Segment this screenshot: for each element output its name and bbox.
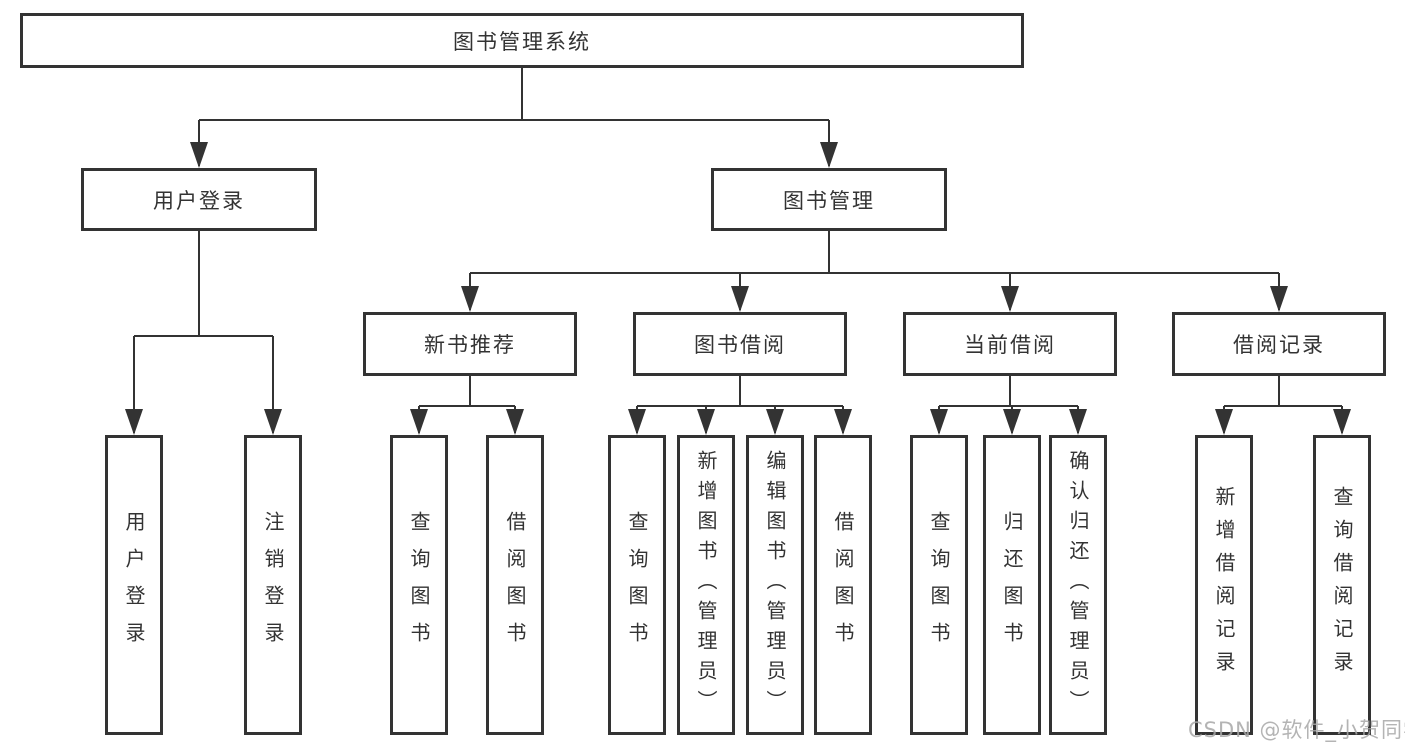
leaf-borrow-books-recommend: 借阅图书 [486,435,544,735]
node-label: 注销登录 [261,511,285,659]
leaf-return-books: 归还图书 [983,435,1041,735]
node-label: 用户登录 [153,188,245,213]
connector-book-management-to-level3 [461,231,1288,312]
node-user-login: 用户登录 [81,168,317,231]
node-current-borrow: 当前借阅 [903,312,1117,376]
node-label: 新书推荐 [424,333,516,357]
node-label: 用户登录 [122,511,146,659]
csdn-watermark: CSDN @软件_小贺同学 [1188,718,1405,742]
connector-book-borrow-to-leaves [628,376,852,435]
node-label: 借阅记录 [1233,333,1325,357]
connector-borrow-records-to-leaves [1215,376,1351,435]
node-book-borrow: 图书借阅 [633,312,847,376]
leaf-confirm-return-admin: 确认归还（管理员） [1049,435,1107,735]
leaf-borrow-books-borrow: 借阅图书 [814,435,872,735]
node-library-system-root: 图书管理系统 [20,13,1024,68]
connector-current-borrow-to-leaves [930,376,1087,435]
node-label: 编辑图书（管理员） [763,450,787,720]
node-label: 借阅图书 [503,511,527,659]
node-new-book-recommend: 新书推荐 [363,312,577,376]
node-label: 图书管理 [783,188,875,213]
node-label: 查询图书 [927,511,951,659]
connector-user-login-to-leaves [125,231,282,435]
leaf-logout: 注销登录 [244,435,302,735]
node-label: 查询图书 [625,511,649,659]
node-borrow-records: 借阅记录 [1172,312,1386,376]
leaf-query-borrow-record: 查询借阅记录 [1313,435,1371,735]
node-book-management: 图书管理 [711,168,947,231]
node-label: 新增借阅记录 [1212,486,1236,684]
leaf-user-login: 用户登录 [105,435,163,735]
leaf-add-borrow-record: 新增借阅记录 [1195,435,1253,735]
leaf-edit-book-admin: 编辑图书（管理员） [746,435,804,735]
node-label: 图书借阅 [694,333,786,357]
connector-root-to-level2 [190,68,838,168]
node-label: 查询图书 [407,511,431,659]
node-label: 确认归还（管理员） [1066,450,1090,720]
connector-new-book-to-leaves [410,376,524,435]
leaf-query-books-recommend: 查询图书 [390,435,448,735]
node-label: 归还图书 [1000,511,1024,659]
leaf-add-book-admin: 新增图书（管理员） [677,435,735,735]
node-label: 借阅图书 [831,511,855,659]
node-label: 图书管理系统 [453,29,591,54]
node-label: 当前借阅 [964,333,1056,357]
node-label: 查询借阅记录 [1330,486,1354,684]
node-label: 新增图书（管理员） [694,450,718,720]
leaf-query-books-current: 查询图书 [910,435,968,735]
leaf-query-books-borrow: 查询图书 [608,435,666,735]
